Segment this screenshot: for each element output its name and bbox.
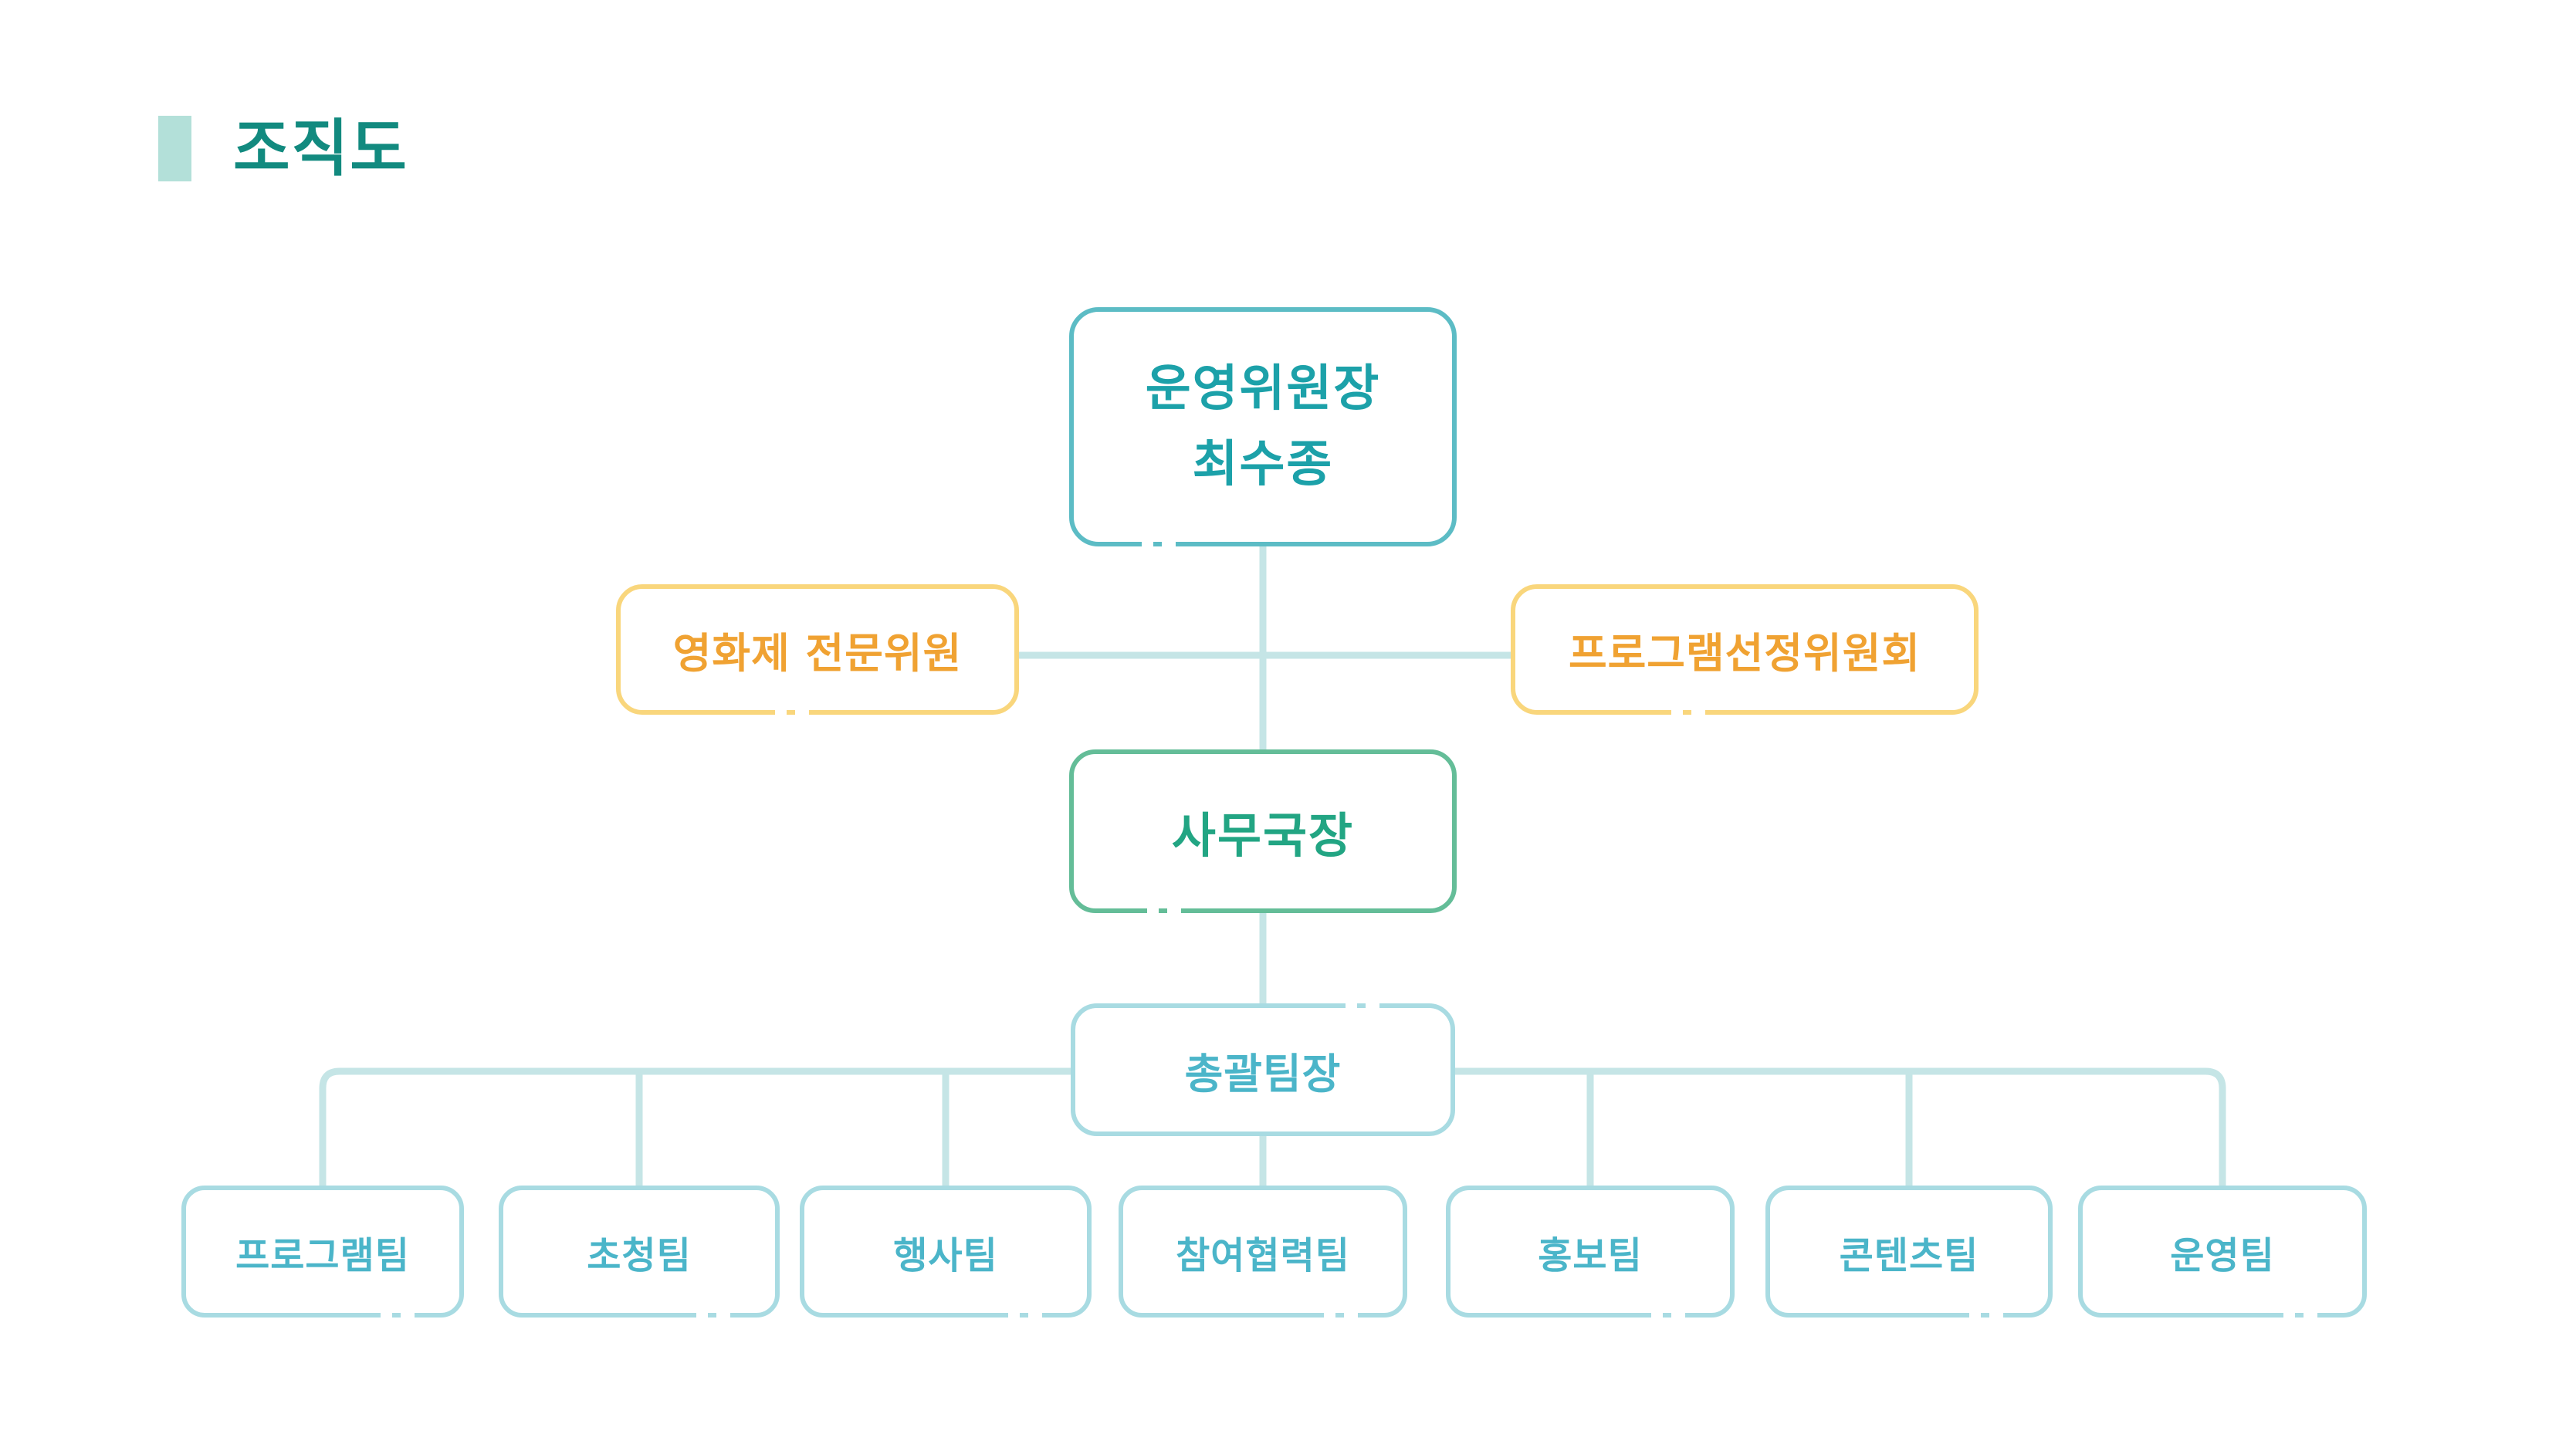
advisory-label: 영화제 전문위원 <box>672 629 963 678</box>
border-dash <box>2295 1313 2304 1318</box>
border-gap <box>1147 908 1181 913</box>
secretary-general-label: 사무국장 <box>1171 807 1355 864</box>
team-label: 콘텐츠팀 <box>1839 1233 1979 1277</box>
border-dash <box>392 1313 401 1318</box>
border-dash <box>1153 542 1162 546</box>
border-dash <box>1981 1313 1989 1318</box>
team-box-pr: 홍보팀 <box>1446 1186 1735 1318</box>
border-gap <box>1008 1313 1042 1318</box>
chair-role: 운영위원장 <box>1145 360 1381 418</box>
border-gap <box>1324 1313 1358 1318</box>
team-lead-label: 총괄팀장 <box>1184 1049 1342 1098</box>
border-gap <box>1969 1313 2003 1318</box>
border-gap <box>1142 542 1176 546</box>
chair-name: 최수종 <box>1192 436 1334 493</box>
team-label: 프로그램팀 <box>235 1233 410 1277</box>
team-label: 참여협력팀 <box>1176 1233 1350 1277</box>
connector-teams-right <box>1455 1067 2226 1186</box>
team-label: 홍보팀 <box>1538 1233 1643 1277</box>
team-box-operations: 운영팀 <box>2078 1186 2367 1318</box>
team-label: 초청팀 <box>587 1233 692 1277</box>
team-box-partnership: 참여협력팀 <box>1119 1186 1407 1318</box>
border-dash <box>1663 1313 1671 1318</box>
border-dash <box>1159 908 1167 913</box>
chair-box: 운영위원장 최수종 <box>1069 307 1457 546</box>
advisory-box-program-selection-committee: 프로그램선정위원회 <box>1511 584 1979 715</box>
border-gap <box>775 710 809 715</box>
team-label: 행사팀 <box>893 1233 998 1277</box>
team-box-invitation: 초청팀 <box>499 1186 780 1318</box>
border-gap <box>2283 1313 2317 1318</box>
border-gap <box>381 1313 415 1318</box>
team-box-program: 프로그램팀 <box>181 1186 464 1318</box>
border-dash <box>1335 1313 1344 1318</box>
border-dash <box>708 1313 716 1318</box>
border-dash <box>1357 1003 1366 1008</box>
border-gap <box>696 1313 730 1318</box>
advisory-box-festival-experts: 영화제 전문위원 <box>616 584 1019 715</box>
border-gap <box>1671 710 1705 715</box>
border-gap <box>1346 1003 1379 1008</box>
team-box-contents: 콘텐츠팀 <box>1765 1186 2053 1318</box>
connector-teams-left <box>319 1067 1071 1186</box>
border-gap <box>1651 1313 1685 1318</box>
team-label: 운영팀 <box>2170 1233 2275 1277</box>
border-dash <box>787 710 795 715</box>
border-dash <box>1683 710 1691 715</box>
team-box-events: 행사팀 <box>800 1186 1092 1318</box>
team-lead-box: 총괄팀장 <box>1071 1003 1455 1136</box>
secretary-general-box: 사무국장 <box>1069 749 1457 913</box>
advisory-label: 프로그램선정위원회 <box>1568 629 1921 678</box>
border-dash <box>1020 1313 1028 1318</box>
title-accent-bar <box>158 116 191 181</box>
page-title: 조직도 <box>233 113 408 184</box>
